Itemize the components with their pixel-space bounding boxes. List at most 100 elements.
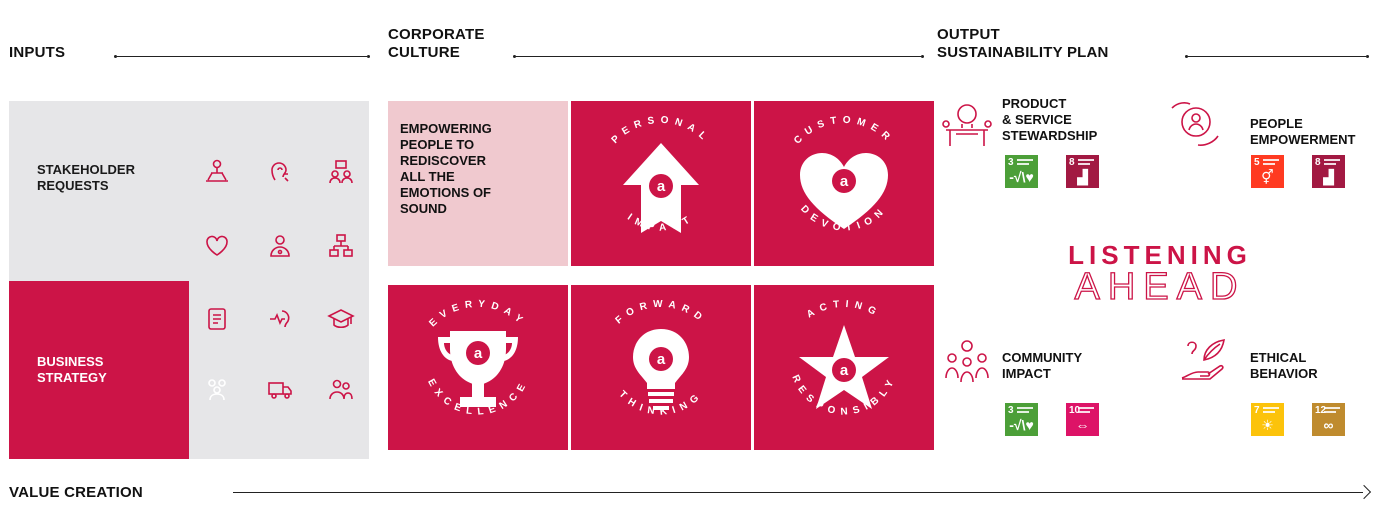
sdg-badge: 10⇔ bbox=[1066, 403, 1099, 436]
product-stewardship-title: PRODUCT & SERVICE STEWARDSHIP bbox=[1002, 96, 1097, 144]
product-line2: & SERVICE bbox=[1002, 112, 1072, 127]
sdg-symbol-icon: -√\♥ bbox=[1009, 417, 1034, 433]
business-strategy-label: BUSINESS STRATEGY bbox=[37, 354, 107, 386]
personal-impact-tile: PERSONAL IMPACT a bbox=[571, 101, 751, 266]
mission-line: PEOPLE TO bbox=[400, 137, 475, 152]
inputs-divider bbox=[114, 55, 370, 58]
culture-heading: CORPORATE CULTURE bbox=[388, 26, 485, 62]
sdg-number: 12 bbox=[1315, 405, 1327, 416]
sdg-number: 7 bbox=[1254, 405, 1260, 416]
value-creation-line bbox=[233, 492, 1363, 493]
customer-devotion-tile: CUSTOMER DEVOTION a bbox=[754, 101, 934, 266]
everyday-excellence-graphic: EVERYDAY EXCELLENCE a bbox=[425, 299, 528, 418]
meeting-icon bbox=[942, 104, 992, 146]
community-line2: IMPACT bbox=[1002, 366, 1051, 381]
tile-top-text: CUSTOMER bbox=[792, 115, 890, 147]
sdg-number: 10 bbox=[1069, 405, 1081, 416]
tile-top-text: EVERYDAY bbox=[427, 299, 522, 330]
tile-top-text: PERSONAL bbox=[610, 115, 707, 146]
everyday-excellence-tile: EVERYDAY EXCELLENCE a bbox=[388, 285, 568, 450]
people-network-icon bbox=[329, 160, 353, 184]
sdg-symbol-icon: ∞ bbox=[1323, 417, 1334, 433]
brand-logo-icon bbox=[832, 358, 856, 382]
mission-statement: EMPOWERING PEOPLE TO REDISCOVER ALL THE … bbox=[400, 121, 550, 217]
value-creation-label: VALUE CREATION bbox=[9, 484, 143, 501]
community-line1: COMMUNITY bbox=[1002, 350, 1083, 365]
sdg-badge: 3-√\♥ bbox=[1005, 403, 1038, 436]
stakeholder-requests-label: STAKEHOLDER REQUESTS bbox=[37, 162, 135, 194]
forward-thinking-graphic: FORWARD THINKING a bbox=[614, 299, 709, 418]
output-divider bbox=[1185, 55, 1369, 58]
tile-top-text: FORWARD bbox=[614, 299, 703, 327]
graduation-cap-icon bbox=[327, 309, 355, 329]
sdg-number: 5 bbox=[1254, 157, 1260, 168]
personal-impact-graphic: PERSONAL IMPACT a bbox=[610, 115, 707, 234]
people-line1: PEOPLE bbox=[1250, 116, 1303, 131]
sdg-symbol-icon: ⇔ bbox=[1075, 417, 1090, 433]
mission-line: EMOTIONS OF bbox=[400, 185, 491, 200]
tile-top-text: ACTING bbox=[805, 299, 877, 321]
inputs-heading: INPUTS bbox=[9, 44, 66, 61]
product-line1: PRODUCT bbox=[1002, 96, 1067, 111]
ethical-line2: BEHAVIOR bbox=[1250, 366, 1318, 381]
mission-line: EMPOWERING bbox=[400, 121, 492, 136]
user-icon bbox=[270, 235, 290, 257]
sdg-number: 3 bbox=[1008, 157, 1014, 168]
forward-thinking-tile: FORWARD THINKING a bbox=[571, 285, 751, 450]
hierarchy-icon bbox=[329, 234, 353, 257]
business-line2: STRATEGY bbox=[37, 370, 107, 385]
heart-icon bbox=[206, 235, 228, 256]
sdg-number: 8 bbox=[1069, 157, 1075, 168]
mission-line: ALL THE bbox=[400, 169, 455, 184]
sdg-symbol-icon: ▟ bbox=[1323, 169, 1334, 185]
output-heading-line1: OUTPUT bbox=[937, 26, 1000, 43]
people-line2: EMPOWERMENT bbox=[1250, 132, 1356, 147]
hearing-icon bbox=[271, 162, 289, 182]
brand-logo-icon bbox=[649, 174, 673, 198]
sdg-symbol-icon: ▟ bbox=[1077, 169, 1088, 185]
sdg-badge: 8▟ bbox=[1066, 155, 1099, 188]
brand-logo-letter: a bbox=[840, 173, 849, 190]
brand-logo-letter: a bbox=[840, 362, 849, 379]
svg-text:FORWARD: FORWARD bbox=[614, 299, 709, 327]
culture-divider bbox=[513, 55, 924, 58]
sdg-badge: 7☀ bbox=[1251, 403, 1284, 436]
customer-devotion-graphic: CUSTOMER DEVOTION a bbox=[792, 115, 896, 234]
svg-text:CUSTOMER: CUSTOMER bbox=[792, 115, 896, 147]
mission-statement-tile: EMPOWERING PEOPLE TO REDISCOVER ALL THE … bbox=[388, 101, 568, 266]
users-icon bbox=[329, 379, 353, 400]
listening-wordmark: LISTENING bbox=[1068, 240, 1252, 270]
output-heading-line2: SUSTAINABILITY PLAN bbox=[937, 44, 1109, 61]
plant-hand-icon bbox=[1181, 339, 1225, 380]
business-line1: BUSINESS bbox=[37, 354, 104, 369]
document-icon bbox=[208, 308, 226, 330]
svg-text:ACTING: ACTING bbox=[805, 299, 883, 321]
mission-line: SOUND bbox=[400, 201, 447, 216]
business-strategy-panel bbox=[9, 281, 189, 459]
community-icon bbox=[945, 340, 989, 383]
team-icon bbox=[208, 379, 226, 401]
acting-responsibly-graphic: ACTING RESPONSIBLY a bbox=[789, 299, 892, 418]
ahead-wordmark: AHEAD bbox=[1074, 265, 1246, 308]
ethical-line1: ETHICAL bbox=[1250, 350, 1307, 365]
sdg-symbol-icon: ☀ bbox=[1261, 417, 1274, 433]
people-care-icon bbox=[1171, 102, 1219, 146]
sdg-badge: 8▟ bbox=[1312, 155, 1345, 188]
brand-logo-icon bbox=[466, 341, 490, 365]
org-chart-icon bbox=[206, 159, 228, 182]
sdg-number: 8 bbox=[1315, 157, 1321, 168]
svg-text:EVERYDAY: EVERYDAY bbox=[427, 299, 528, 330]
sdg-badge: 5⚥ bbox=[1251, 155, 1284, 188]
ethical-behavior-title: ETHICAL BEHAVIOR bbox=[1250, 350, 1318, 382]
people-empowerment-title: PEOPLE EMPOWERMENT bbox=[1250, 116, 1355, 148]
stakeholder-line1: STAKEHOLDER bbox=[37, 162, 135, 177]
ear-pulse-icon bbox=[270, 310, 290, 328]
truck-icon bbox=[268, 382, 292, 399]
brand-logo-letter: a bbox=[474, 345, 483, 362]
sdg-symbol-icon: -√\♥ bbox=[1009, 169, 1034, 185]
culture-heading-line1: CORPORATE bbox=[388, 26, 485, 43]
brand-logo-letter: a bbox=[657, 178, 666, 195]
sdg-badge: 12∞ bbox=[1312, 403, 1345, 436]
product-line3: STEWARDSHIP bbox=[1002, 128, 1098, 143]
culture-heading-line2: CULTURE bbox=[388, 44, 460, 61]
